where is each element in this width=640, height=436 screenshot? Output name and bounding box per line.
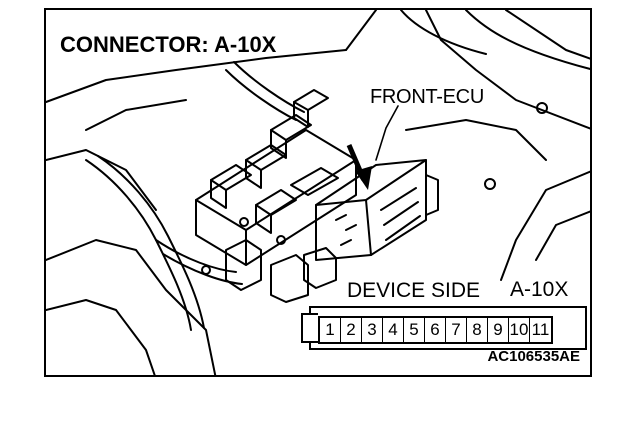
connector-lock-tab [301, 313, 318, 343]
connector-pin-6: 6 [425, 318, 446, 342]
front-ecu-callout: FRONT-ECU [370, 86, 484, 108]
connector-pin-8: 8 [467, 318, 488, 342]
connector-pin-2: 2 [341, 318, 362, 342]
connector-id-label: A-10X [508, 278, 571, 302]
connector-pin-4: 4 [383, 318, 404, 342]
connector-pin-9: 9 [488, 318, 509, 342]
connector-title: CONNECTOR: A-10X [60, 32, 277, 57]
image-code: AC106535AE [487, 348, 580, 365]
connector-pin-3: 3 [362, 318, 383, 342]
engine-bay-illustration [46, 10, 590, 375]
location-arrow [346, 144, 372, 190]
connector-pin-5: 5 [404, 318, 425, 342]
connector-pin-11: 11 [531, 320, 550, 339]
connector-pin-10: 10 [509, 318, 530, 342]
connector-pin-1: 1 [320, 318, 341, 342]
connector-pin-7: 7 [446, 318, 467, 342]
device-side-label: DEVICE SIDE [344, 279, 484, 303]
